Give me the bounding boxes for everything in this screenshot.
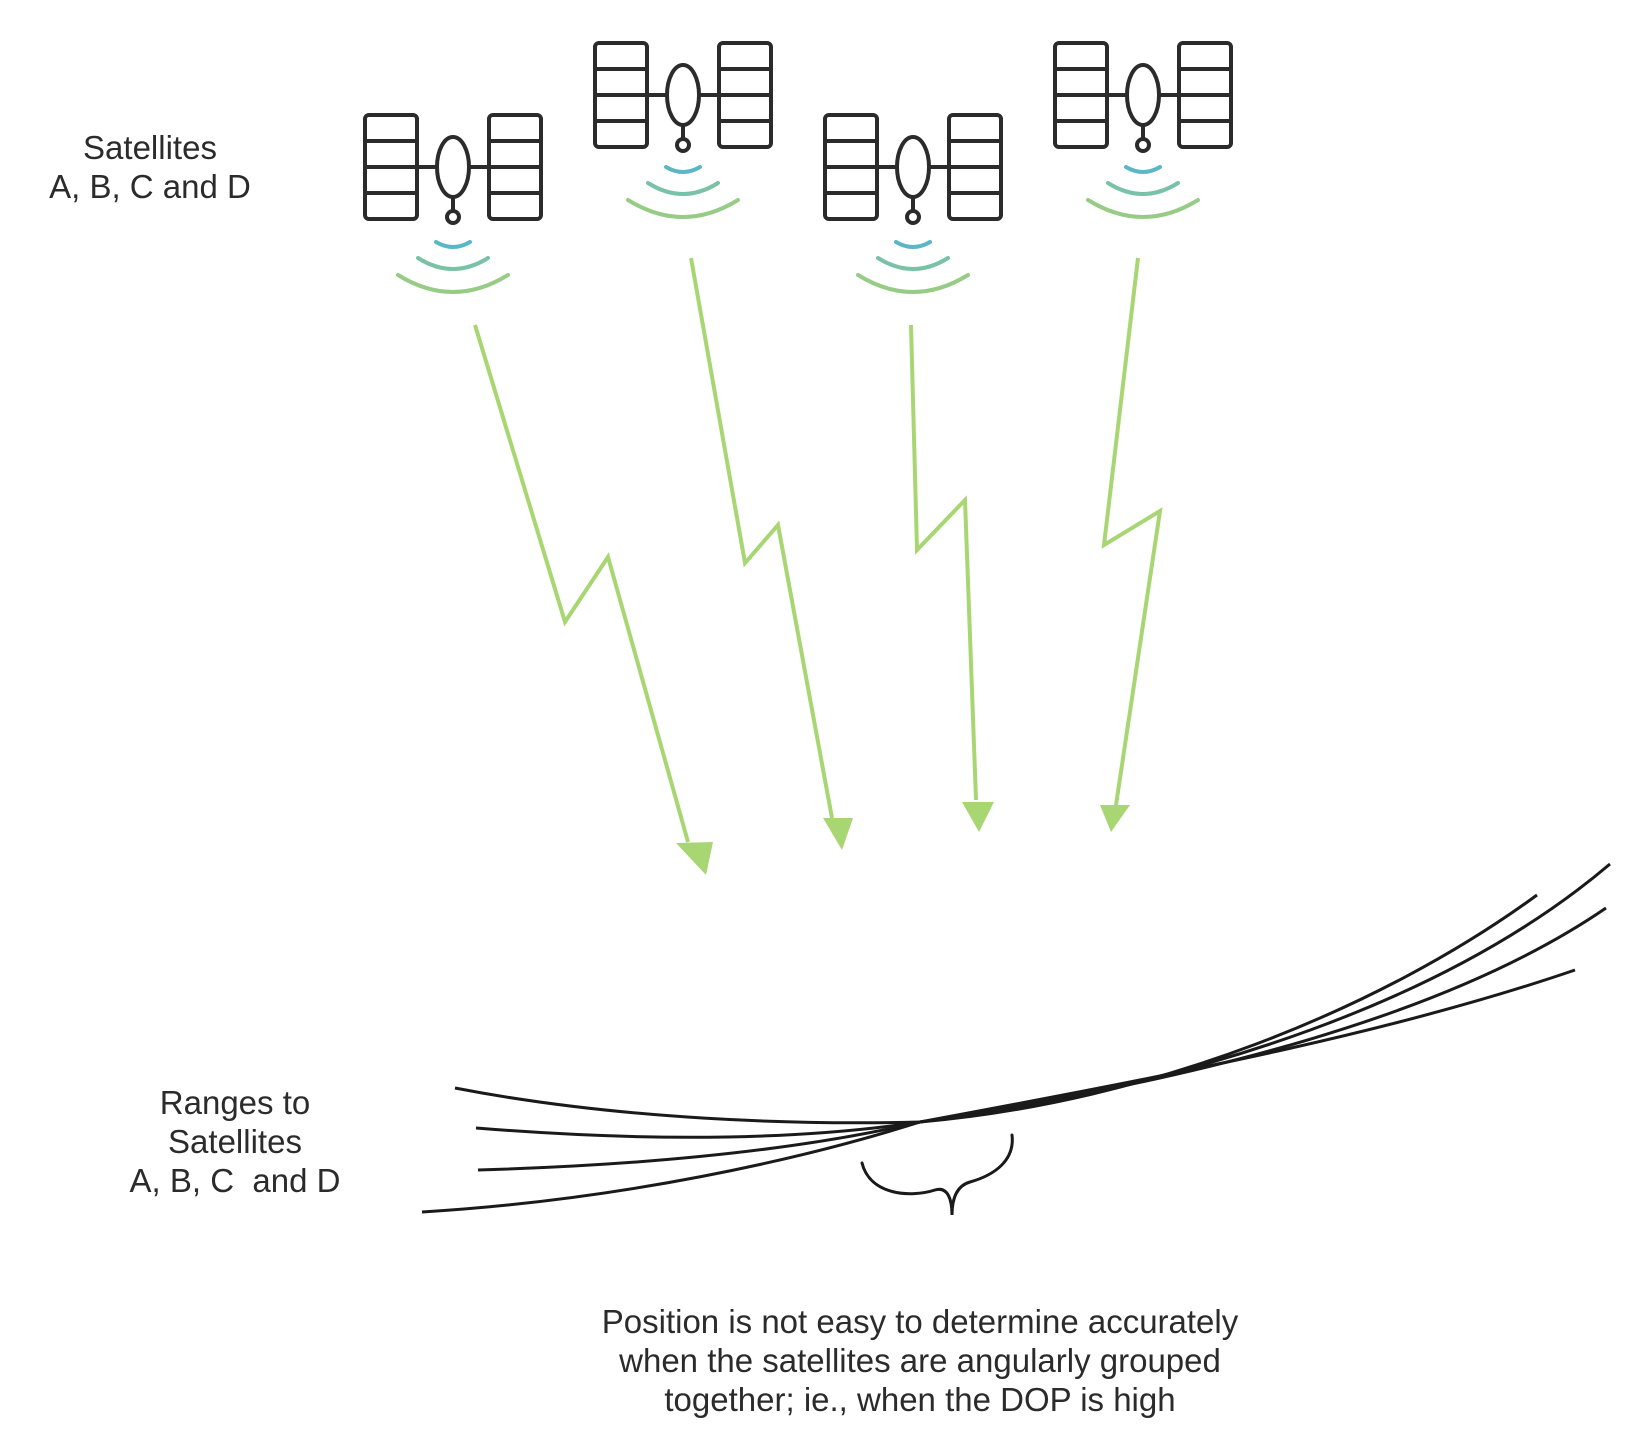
caption-line-3: together; ie., when the DOP is high: [664, 1381, 1176, 1418]
caption: Position is not easy to determine accura…: [520, 1302, 1320, 1419]
signal-wave-a: [396, 240, 510, 294]
satellite-icon: [1053, 41, 1233, 153]
signal-wave-d: [1086, 165, 1200, 219]
signal-arrows: [473, 257, 1163, 875]
ranges-label-line-1: Ranges to: [159, 1084, 311, 1121]
ranges-label: Ranges to Satellites A, B, C and D: [100, 1083, 370, 1200]
satellite-icon: [823, 113, 1003, 225]
lightning-arrow-icon: [909, 324, 994, 832]
curly-brace-icon: [860, 1133, 1014, 1216]
lightning-arrow-icon: [1100, 257, 1163, 832]
lightning-arrow-icon: [689, 257, 853, 850]
signal-wave-c: [856, 240, 970, 294]
satellite-icon: [363, 113, 543, 225]
range-curve-c: [477, 906, 1607, 1172]
satellites-label-line-1: Satellites: [83, 129, 217, 166]
satellites-label: Satellites A, B, C and D: [20, 128, 280, 206]
ranges-label-line-2: Satellites: [168, 1123, 302, 1160]
range-curves: [421, 862, 1611, 1214]
lightning-arrow-icon: [473, 324, 713, 875]
signal-wave-icon: [856, 240, 970, 294]
ranges-label-line-3: A, B, C and D: [129, 1162, 341, 1199]
signal-wave-b: [626, 165, 740, 219]
signal-wave-icon: [626, 165, 740, 219]
range-curve-d: [421, 968, 1576, 1214]
satellite-a: [363, 113, 543, 225]
satellite-c: [823, 113, 1003, 225]
signal-wave-icon: [396, 240, 510, 294]
satellite-icon: [593, 41, 773, 153]
signal-wave-icon: [1086, 165, 1200, 219]
range-curve-a: [454, 893, 1538, 1125]
satellites-label-line-2: A, B, C and D: [49, 168, 251, 205]
caption-line-2: when the satellites are angularly groupe…: [619, 1342, 1221, 1379]
satellite-d: [1053, 41, 1233, 153]
range-curve-b: [475, 862, 1611, 1139]
satellite-b: [593, 41, 773, 153]
caption-line-1: Position is not easy to determine accura…: [601, 1303, 1239, 1340]
